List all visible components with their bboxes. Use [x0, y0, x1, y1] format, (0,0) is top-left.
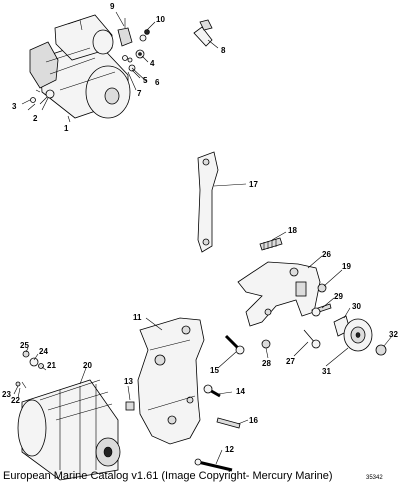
starter-motor: [29, 14, 131, 119]
nut-32: [375, 344, 387, 356]
bolt-29: [311, 303, 332, 317]
image-caption: European Marine Catalog v1.61 (Image Cop…: [3, 470, 333, 482]
callout-23: 23: [2, 390, 11, 399]
callout-15: 15: [210, 366, 219, 375]
callout-3: 3: [12, 102, 17, 111]
callout-31: 31: [322, 367, 331, 376]
illustration-reference-number: 35342: [366, 475, 383, 481]
bolt-14: [203, 384, 221, 398]
wire-fitting: [193, 19, 213, 47]
callout-8: 8: [221, 46, 226, 55]
callout-2: 2: [33, 114, 38, 123]
callout-18: 18: [288, 226, 297, 235]
callout-5: 5: [143, 76, 148, 85]
callout-21: 21: [47, 361, 56, 370]
callout-22: 22: [11, 396, 20, 405]
callout-13: 13: [124, 377, 133, 386]
bracket-26: [237, 261, 321, 327]
callout-24: 24: [39, 347, 48, 356]
bolt-15: [224, 334, 245, 355]
callout-6: 6: [155, 78, 160, 87]
callout-27: 27: [286, 357, 295, 366]
alternator-20: [17, 379, 121, 481]
nut-28: [261, 339, 271, 349]
callout-19: 19: [342, 262, 351, 271]
stud-16: [216, 417, 241, 429]
bolt-12: [194, 458, 233, 472]
callout-29: 29: [334, 292, 343, 301]
callout-labels: 1 2 3 4 5 6 7 8 9 10 11 12 13 14 15 16 1…: [2, 2, 398, 454]
alternator-terminal-hardware: [15, 350, 44, 389]
callout-14: 14: [236, 387, 245, 396]
bracket-17: [197, 151, 219, 253]
stud-18: [259, 237, 283, 251]
leader-lines: [13, 11, 393, 465]
callout-17: 17: [249, 180, 258, 189]
callout-28: 28: [262, 359, 271, 368]
starter-bolts: [27, 89, 55, 111]
bolt-27: [303, 329, 321, 349]
callout-25: 25: [20, 341, 29, 350]
alternator-bracket-11: [137, 317, 205, 445]
callout-7: 7: [137, 89, 142, 98]
callout-11: 11: [133, 313, 142, 322]
callout-26: 26: [322, 250, 331, 259]
starter-connector: [117, 18, 150, 47]
callout-16: 16: [249, 416, 258, 425]
nut-13: [125, 401, 135, 411]
idler-pulley-31: [343, 318, 373, 352]
callout-9: 9: [110, 2, 115, 11]
callout-10: 10: [156, 15, 165, 24]
callout-20: 20: [83, 361, 92, 370]
callout-1: 1: [64, 124, 69, 133]
callout-12: 12: [225, 445, 234, 454]
callout-32: 32: [389, 330, 398, 339]
callout-4: 4: [150, 59, 155, 68]
callout-30: 30: [352, 302, 361, 311]
